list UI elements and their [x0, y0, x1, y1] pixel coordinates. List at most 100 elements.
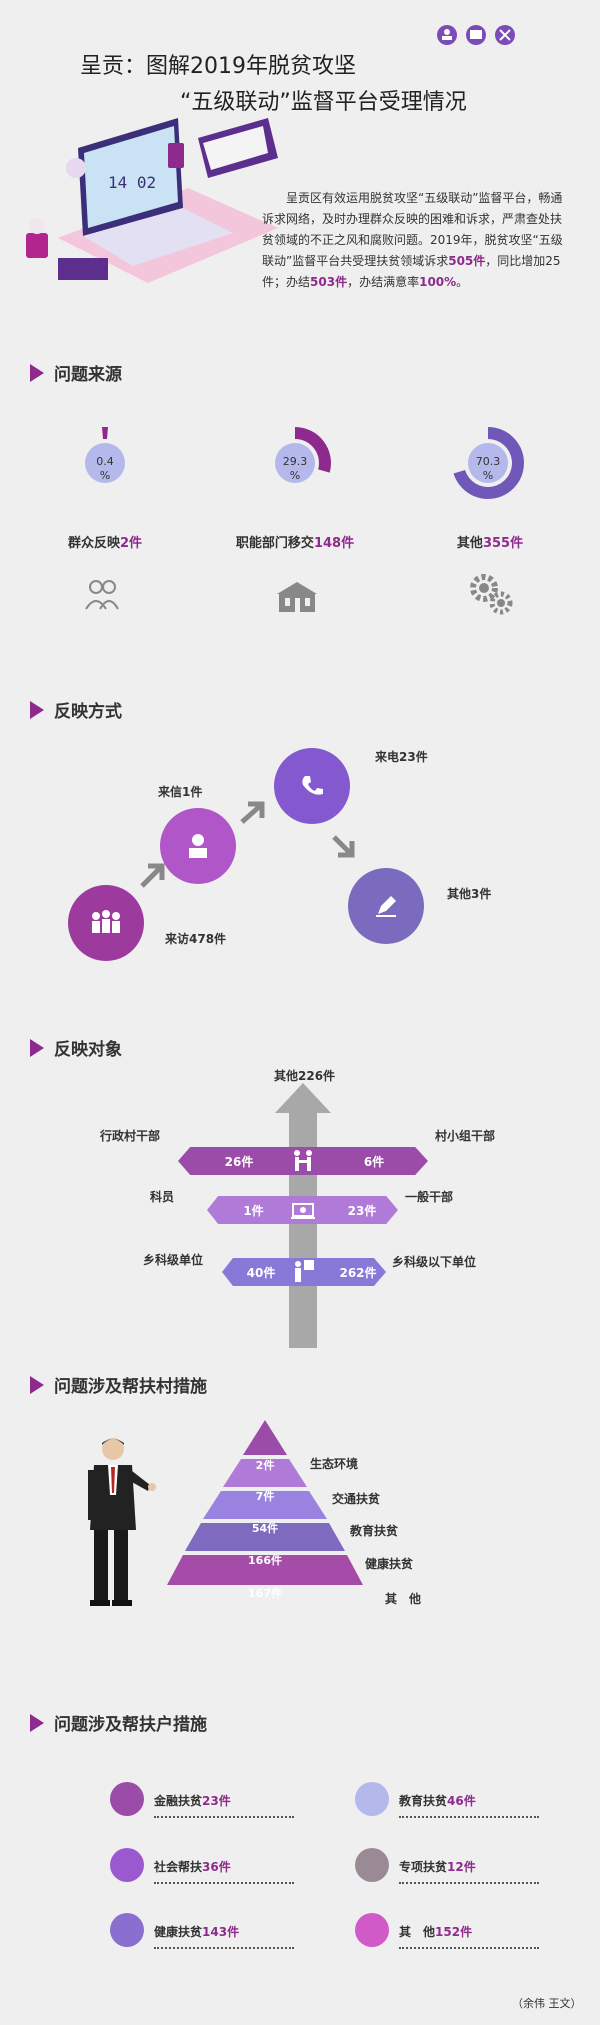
- letter-circle: [160, 808, 236, 884]
- pyramid-label-4: 健康扶贫: [365, 1557, 414, 1571]
- household-item-education: 教育扶贫46件: [355, 1782, 555, 1822]
- pyramid-value-5: 167件: [248, 1587, 282, 1600]
- donut-percent-2: 29.3%: [270, 455, 320, 483]
- section-title-targets: 反映对象: [30, 1035, 122, 1060]
- section-title-text: 问题涉及帮扶村措施: [54, 1377, 207, 1397]
- section-title-village: 问题涉及帮扶村措施: [30, 1372, 207, 1397]
- measures-pyramid: [167, 1420, 363, 1585]
- dotted-divider: [399, 1947, 539, 1949]
- intro-text-2: ，同比增加25件；办结: [262, 254, 561, 289]
- target-right-label-3: 乡科级以下单位: [392, 1255, 477, 1269]
- document-icon: [355, 1782, 389, 1816]
- household-item-social: 社会帮扶36件: [110, 1848, 310, 1888]
- pyramid-value-3: 54件: [251, 1522, 279, 1535]
- target-left-label-1: 行政村干部: [100, 1129, 161, 1143]
- laptop-illustration: 14 02: [18, 118, 288, 292]
- intro-total: 505件: [448, 254, 486, 268]
- toolbar-icons: [437, 25, 515, 45]
- document-icon: [110, 1782, 144, 1816]
- header-icons: [437, 24, 515, 50]
- crowd-icon: [92, 910, 120, 933]
- target-left-bar-3: 40件: [222, 1258, 300, 1286]
- title-line-1: 呈贡：图解2019年脱贫攻坚: [80, 54, 356, 79]
- intro-text-1: 呈贡区有效运用脱贫攻坚“五级联动”监督平台，畅通诉求网络，及时办理群众反映的困难…: [262, 191, 563, 268]
- target-left-bar-2: 1件: [207, 1196, 300, 1224]
- pen-icon: [376, 896, 396, 917]
- donut-unit: %: [289, 469, 301, 482]
- dotted-divider: [399, 1816, 539, 1818]
- lightbulb-icon: [110, 1913, 144, 1947]
- section-marker-icon: [30, 700, 44, 719]
- dotted-divider: [154, 1947, 294, 1949]
- pyramid-value-1: 2件: [255, 1459, 275, 1472]
- dotted-divider: [399, 1882, 539, 1884]
- gears-icon: [470, 574, 513, 615]
- source-label-2: 职能部门移交148件: [235, 536, 355, 551]
- section-title-household: 问题涉及帮扶户措施: [30, 1710, 207, 1735]
- household-item-health: 健康扶贫143件: [110, 1913, 310, 1953]
- household-item-other: 其 他152件: [355, 1913, 555, 1953]
- pyramid-value-2: 7件: [255, 1490, 275, 1503]
- target-left-label-2: 科员: [150, 1190, 175, 1204]
- page-title: 呈贡：图解2019年脱贫攻坚 “五级联动”监督平台受理情况: [80, 48, 520, 116]
- pyramid-level-5: [167, 1555, 363, 1585]
- phone-icon: [302, 776, 323, 795]
- businessman-illustration: [88, 1438, 156, 1606]
- pyramid-label-1: 生态环境: [310, 1457, 359, 1471]
- section-title-text: 反映方式: [54, 702, 122, 722]
- title-line-2: “五级联动”监督平台受理情况: [180, 90, 467, 115]
- source-label-1: 群众反映2件: [67, 536, 143, 551]
- target-right-label-2: 一般干部: [405, 1190, 454, 1204]
- donut-percent-3: 70.3%: [463, 455, 513, 483]
- visit-circle: [68, 885, 144, 961]
- source-donuts: [0, 415, 600, 505]
- section-marker-icon: [30, 1713, 44, 1732]
- intro-text-3: ，办结满意率: [347, 275, 420, 289]
- lightbulb-icon: [355, 1913, 389, 1947]
- pyramid-level-4: [185, 1523, 345, 1551]
- source-label-3: 其他355件: [456, 536, 524, 551]
- other-method-circle: [348, 868, 424, 944]
- donut-value: 29.3: [282, 455, 308, 468]
- donut-percent-1: 0.4%: [80, 455, 130, 483]
- section-marker-icon: [30, 1038, 44, 1057]
- pyramid-label-2: 交通扶贫: [332, 1492, 381, 1506]
- section-title-text: 问题涉及帮扶户措施: [54, 1715, 207, 1735]
- target-right-bar-1: 6件: [300, 1147, 428, 1175]
- target-right-label-1: 村小组干部: [435, 1129, 496, 1143]
- credit-text: （余伟 王文）: [512, 1997, 582, 2010]
- letter-label: 来信1件: [158, 785, 203, 799]
- handshake-icon: [294, 1150, 312, 1171]
- target-right-bar-2: 23件: [300, 1196, 398, 1224]
- visit-label: 来访478件: [165, 932, 227, 946]
- presenter-icon: [295, 1260, 314, 1282]
- intro-done: 503件: [310, 275, 348, 289]
- dotted-divider: [154, 1882, 294, 1884]
- pyramid-level-3: [203, 1491, 327, 1519]
- government-building-icon: [277, 582, 317, 612]
- pyramid-level-2: [223, 1459, 307, 1487]
- phone-label: 来电23件: [375, 750, 428, 764]
- donut-arc-1: [102, 427, 108, 439]
- section-title-text: 问题来源: [54, 365, 122, 385]
- donut-value: 0.4: [96, 455, 114, 468]
- donut-arc-2: [295, 427, 332, 473]
- donut-center: [275, 443, 315, 483]
- intro-rate: 100%: [419, 275, 457, 289]
- donut-unit: %: [99, 469, 111, 482]
- targets-top-label: 其他226件: [274, 1069, 336, 1083]
- phone-circle: [274, 748, 350, 824]
- pyramid-level-1: [243, 1420, 287, 1455]
- laptop-screen-text: 14 02: [108, 173, 156, 192]
- section-title-methods: 反映方式: [30, 697, 122, 722]
- meeting-icon: [291, 1203, 315, 1219]
- section-title-text: 反映对象: [54, 1040, 122, 1060]
- pyramid-value-4: 166件: [248, 1554, 282, 1567]
- network-icon: [355, 1848, 389, 1882]
- network-icon: [110, 1848, 144, 1882]
- donut-value: 70.3: [475, 455, 501, 468]
- donut-center: [468, 443, 508, 483]
- donut-unit: %: [482, 469, 494, 482]
- arrow-up-right-icon: [140, 863, 165, 888]
- section-marker-icon: [30, 363, 44, 382]
